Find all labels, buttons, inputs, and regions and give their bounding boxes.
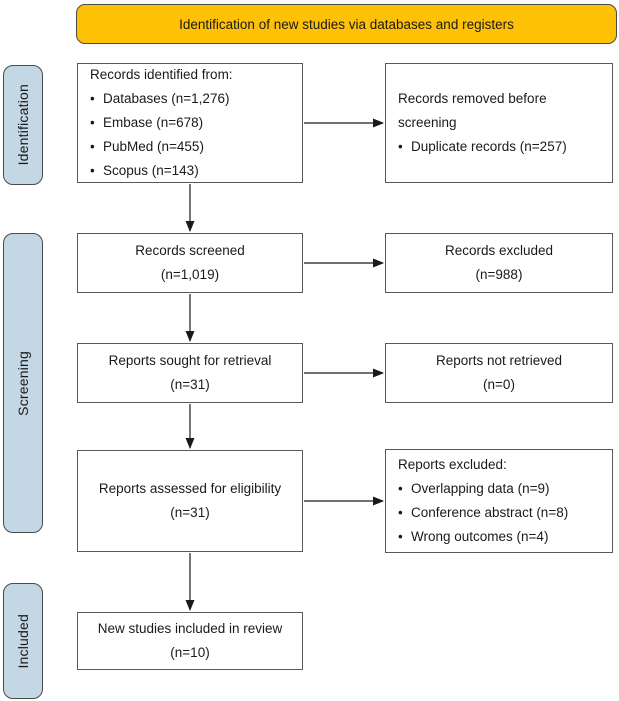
flow-box-reports-sought: Reports sought for retrieval (n=31) — [77, 343, 303, 403]
bullet-item: Databases (n=1,276) — [90, 87, 292, 111]
flow-box-records-identified: Records identified from: Databases (n=1,… — [77, 63, 303, 183]
bullet-item: Conference abstract (n=8) — [398, 501, 602, 525]
bullet-item: PubMed (n=455) — [90, 135, 292, 159]
stage-label-included-text: Included — [15, 613, 31, 669]
box-label: Reports not retrieved — [435, 353, 563, 368]
bullet-item: Scopus (n=143) — [90, 159, 292, 183]
bullet-list: Duplicate records (n=257) — [398, 135, 602, 159]
box-count: (n=988) — [475, 267, 523, 282]
bullet-list: Databases (n=1,276) Embase (n=678) PubMe… — [90, 87, 292, 183]
stage-label-screening: Screening — [3, 233, 43, 533]
flow-box-reports-not-retrieved: Reports not retrieved (n=0) — [385, 343, 613, 403]
box-count: (n=31) — [170, 377, 210, 392]
flow-box-records-excluded: Records excluded (n=988) — [385, 233, 613, 293]
flow-box-new-studies-included: New studies included in review (n=10) — [77, 612, 303, 670]
stage-label-included: Included — [3, 583, 43, 699]
stage-label-identification-text: Identification — [15, 84, 31, 166]
box-label: Records screened — [135, 243, 245, 258]
flow-box-records-screened: Records screened (n=1,019) — [77, 233, 303, 293]
bullet-item: Overlapping data (n=9) — [398, 477, 602, 501]
box-count: (n=31) — [170, 505, 210, 520]
banner-title: Identification of new studies via databa… — [76, 4, 617, 44]
box-count: (n=10) — [170, 645, 210, 660]
banner-title-label: Identification of new studies via databa… — [179, 16, 514, 32]
flow-box-reports-excluded: Reports excluded: Overlapping data (n=9)… — [385, 449, 613, 553]
stage-label-identification: Identification — [3, 65, 43, 185]
bullet-item: Wrong outcomes (n=4) — [398, 525, 602, 549]
bullet-list: Overlapping data (n=9) Conference abstra… — [398, 477, 602, 549]
box-title: Reports excluded: — [398, 457, 507, 472]
stage-label-screening-text: Screening — [15, 350, 31, 416]
flow-box-reports-assessed: Reports assessed for eligibility (n=31) — [77, 450, 303, 552]
box-label: Reports sought for retrieval — [108, 353, 272, 368]
box-title: Records identified from: — [90, 67, 233, 82]
box-title: Records removed before screening — [398, 91, 547, 130]
box-label: Reports assessed for eligibility — [98, 481, 282, 496]
box-label: Records excluded — [444, 243, 554, 258]
bullet-item: Duplicate records (n=257) — [398, 135, 602, 159]
flow-box-records-removed: Records removed before screening Duplica… — [385, 63, 613, 183]
box-count: (n=1,019) — [160, 267, 220, 282]
bullet-item: Embase (n=678) — [90, 111, 292, 135]
box-count: (n=0) — [483, 377, 515, 392]
box-label: New studies included in review — [97, 621, 283, 636]
